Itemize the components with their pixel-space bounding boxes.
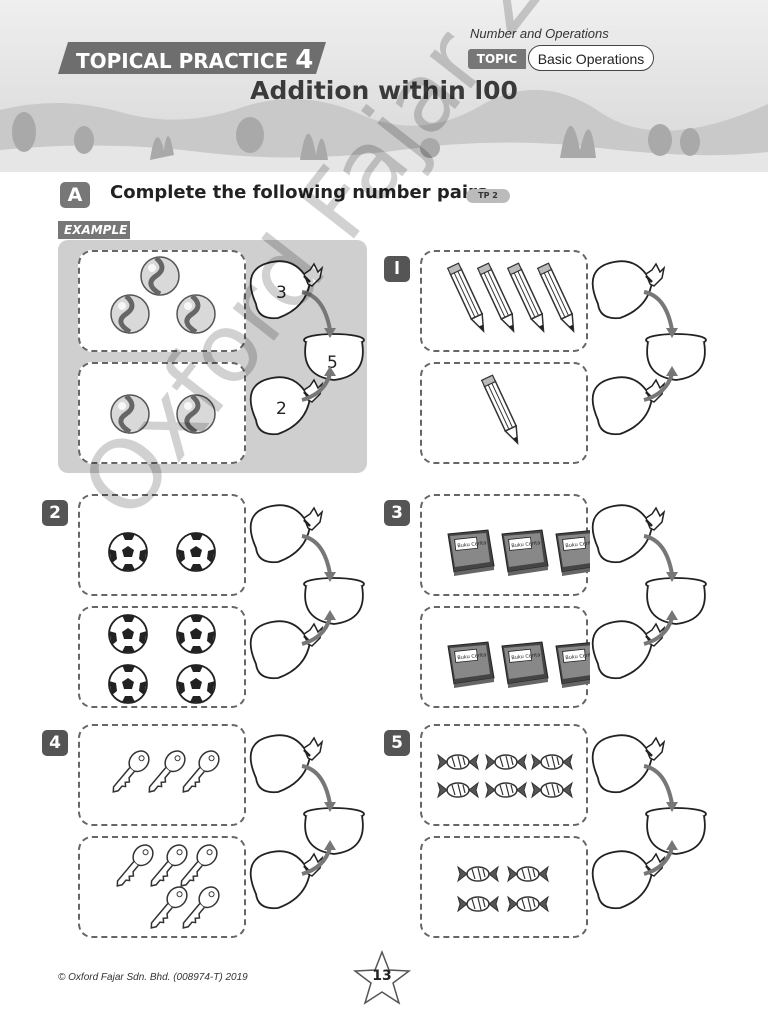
top-items-card	[78, 250, 246, 352]
soccer-ball-icon	[176, 664, 216, 704]
book-icon: Buku Cerita	[501, 641, 549, 688]
key-icon	[150, 844, 188, 887]
answer-bag-icon	[249, 734, 324, 794]
top-items-card	[78, 724, 246, 826]
question-number: 2	[42, 500, 68, 526]
connector-arrows	[301, 534, 336, 646]
soccer-ball-icon	[176, 532, 216, 572]
svg-text:Buku Cerita: Buku Cerita	[511, 540, 541, 549]
svg-text:Buku Cerita: Buku Cerita	[565, 652, 590, 661]
connector-arrows	[643, 290, 678, 402]
question-number: 3	[384, 500, 410, 526]
pencil-icon	[536, 262, 575, 333]
svg-text:Buku Cerita: Buku Cerita	[511, 652, 541, 661]
pencil-icon	[476, 262, 515, 333]
book-icon: Buku Cerita	[447, 641, 495, 688]
book-icon: Buku Cerita	[447, 529, 495, 576]
bottom-items-card	[420, 362, 588, 464]
key-icon	[116, 844, 154, 887]
page-number-star-icon	[352, 950, 412, 1005]
key-icon	[182, 886, 220, 929]
answer-pot-icon	[645, 577, 707, 625]
topical-practice-number: 4	[295, 45, 314, 75]
section-badge: A	[60, 182, 90, 208]
key-icon	[148, 750, 186, 793]
top-items-card: Buku Cerita Buku Cerita Buku Cerita	[420, 494, 590, 596]
answer-bag-icon	[591, 376, 666, 436]
tp-level-badge: TP 2	[466, 189, 510, 203]
soccer-ball-icon	[108, 532, 148, 572]
answer-bag-icon	[249, 504, 324, 564]
answer-bag-icon	[591, 734, 666, 794]
connector-arrows	[643, 534, 678, 646]
topic-tag: TOPIC	[468, 49, 526, 69]
book-icon: Buku Cerita	[501, 529, 549, 576]
answer-pot-icon	[303, 807, 365, 855]
pencil-icon	[506, 262, 545, 333]
example-tag: EXAMPLE	[58, 221, 130, 239]
candy-icon	[485, 753, 527, 771]
soccer-ball-icon	[108, 664, 148, 704]
svg-text:Buku Cerita: Buku Cerita	[457, 652, 487, 661]
answer-pot-icon	[645, 333, 707, 381]
answer-bag-icon	[591, 260, 666, 320]
answer-bag-icon	[249, 850, 324, 910]
connector-arrows	[301, 764, 336, 876]
page-number: 13	[372, 968, 392, 984]
candy-icon	[457, 895, 499, 913]
answer-pot-icon	[645, 807, 707, 855]
bottom-items-card	[78, 606, 246, 708]
candy-icon	[457, 865, 499, 883]
answer-pot-icon	[303, 577, 365, 625]
key-icon	[180, 844, 218, 887]
top-items-card	[420, 250, 588, 352]
marble-icon	[176, 294, 216, 335]
soccer-ball-icon	[108, 614, 148, 654]
subject-label: Number and Operations	[470, 26, 609, 41]
pencil-icon	[446, 262, 485, 333]
answer-bag-icon	[591, 504, 666, 564]
section-instruction: Complete the following number pairs.	[110, 182, 495, 203]
svg-text:Buku Cerita: Buku Cerita	[565, 540, 590, 549]
candy-icon	[507, 865, 549, 883]
answer-bag-icon	[591, 850, 666, 910]
book-icon: Buku Cerita	[555, 642, 590, 688]
bottom-items-card: Buku Cerita Buku Cerita Buku Cerita	[420, 606, 590, 708]
candy-icon	[531, 781, 573, 799]
header-background	[0, 0, 768, 172]
bottom-items-card	[420, 836, 588, 938]
marble-icon	[110, 294, 150, 335]
candy-icon	[531, 753, 573, 771]
candy-icon	[437, 781, 479, 799]
svg-text:Buku Cerita: Buku Cerita	[457, 540, 487, 549]
page-title: Addition within l00	[250, 76, 518, 105]
answer-bag-icon	[249, 620, 324, 680]
pencil-icon	[480, 374, 519, 445]
key-icon	[112, 750, 150, 793]
key-icon	[150, 886, 188, 929]
top-items-card	[420, 724, 588, 826]
soccer-ball-icon	[176, 614, 216, 654]
question-number: 4	[42, 730, 68, 756]
topical-practice-banner	[58, 42, 326, 74]
bottom-items-card	[78, 362, 246, 464]
question-number: 5	[384, 730, 410, 756]
book-icon: Buku Cerita	[555, 530, 590, 576]
marble-icon	[110, 394, 150, 435]
bottom-items-card	[78, 836, 246, 938]
marble-icon	[140, 256, 180, 297]
topical-practice-label: TOPICAL PRACTICE 4	[76, 45, 314, 75]
copyright: © Oxford Fajar Sdn. Bhd. (008974-T) 2019	[58, 972, 248, 983]
question-number: l	[384, 256, 410, 282]
candy-icon	[507, 895, 549, 913]
candy-icon	[485, 781, 527, 799]
marble-icon	[176, 394, 216, 435]
key-icon	[182, 750, 220, 793]
candy-icon	[437, 753, 479, 771]
answer-bag-icon	[591, 620, 666, 680]
connector-arrows	[643, 764, 678, 876]
topic-value: Basic Operations	[528, 45, 654, 71]
top-items-card	[78, 494, 246, 596]
